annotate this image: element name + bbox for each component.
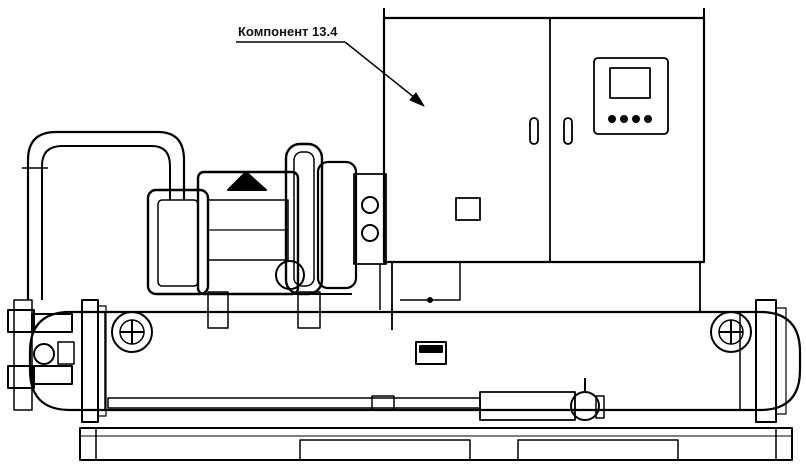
left-pipe-connections <box>7 130 186 411</box>
base-frame <box>79 427 793 461</box>
control-cabinet <box>382 8 706 330</box>
junction-box <box>353 173 387 310</box>
heat-exchanger-shell <box>28 299 802 423</box>
display-panel <box>593 57 669 135</box>
display-screen <box>609 67 651 99</box>
callout-leader <box>236 41 425 107</box>
compressor <box>146 142 358 329</box>
component-callout-label: Компонент 13.4 <box>238 24 338 39</box>
